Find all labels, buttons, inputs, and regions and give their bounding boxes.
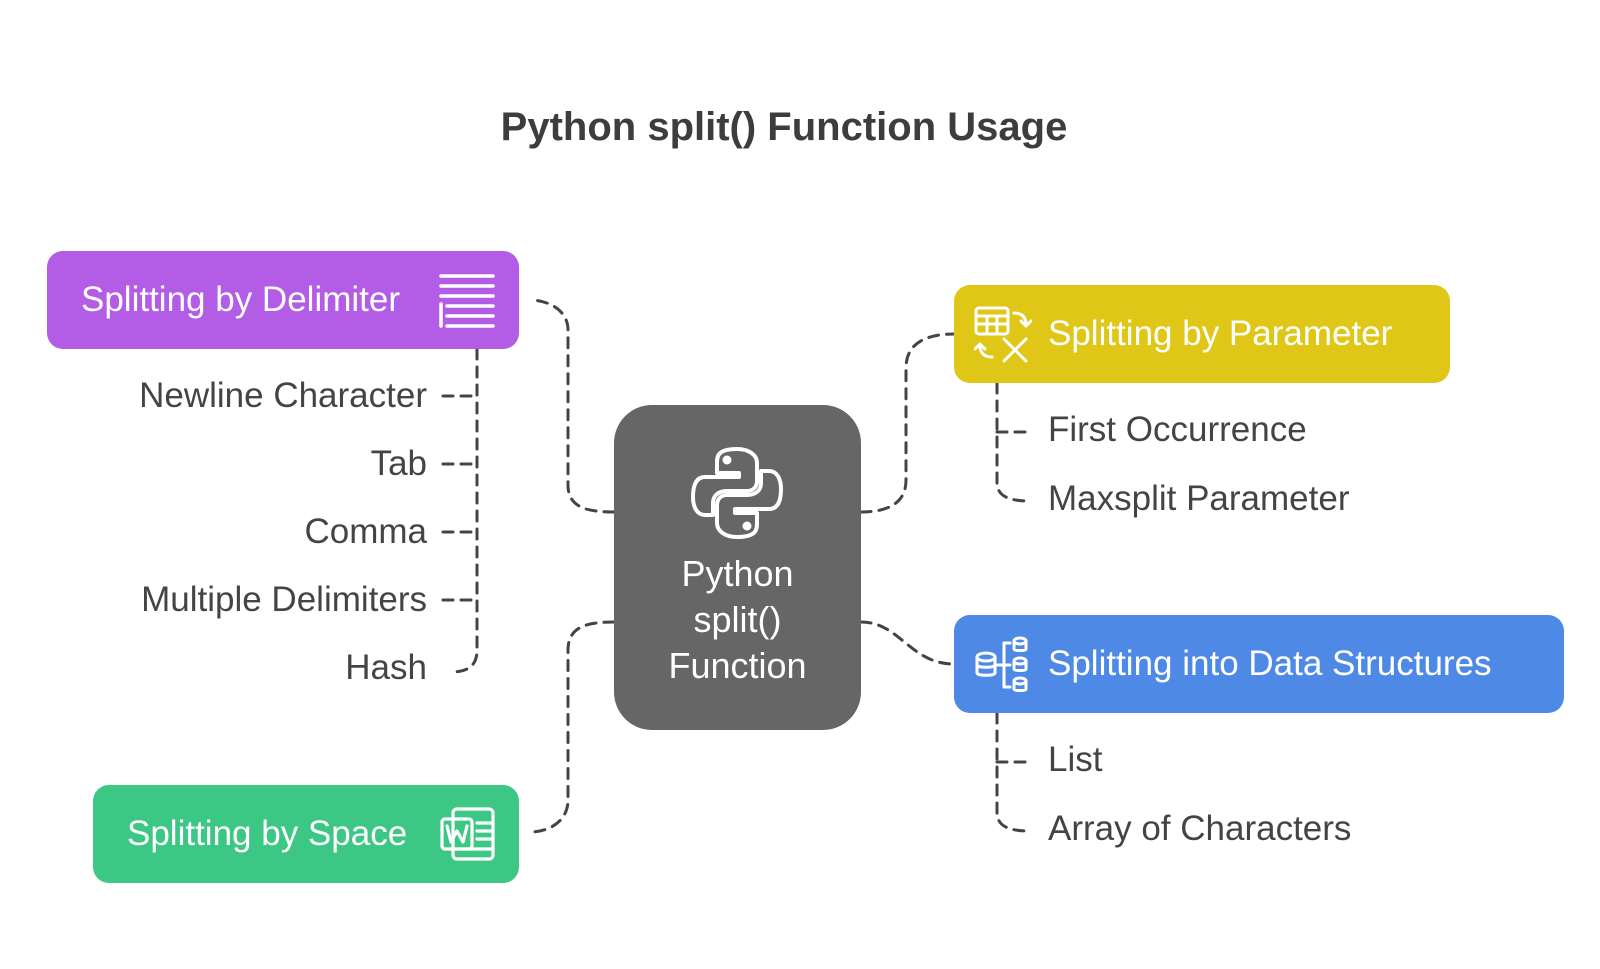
connector-center-delimiter — [528, 298, 616, 514]
python-logo-icon — [691, 447, 783, 539]
connector-center-space — [528, 620, 616, 834]
leaf-comma: Comma — [304, 512, 427, 551]
leaf-first-occurrence: First Occurrence — [1048, 410, 1307, 449]
branch-delimiter-label: Splitting by Delimiter — [81, 280, 400, 319]
branch-parameter-label: Splitting by Parameter — [1048, 314, 1393, 353]
connector-center-parameter — [859, 332, 956, 514]
branch-space-label: Splitting by Space — [127, 814, 408, 853]
branch-splitting-by-delimiter: Splitting by Delimiter — [47, 251, 519, 349]
connector-parameter-trunk — [995, 381, 1032, 503]
branch-data-label: Splitting into Data Structures — [1048, 644, 1492, 683]
branch-splitting-by-space: Splitting by Space — [93, 785, 519, 883]
list-lines-icon — [439, 274, 495, 328]
leaf-maxsplit-parameter: Maxsplit Parameter — [1048, 479, 1350, 518]
branch-splitting-into-data-structures: Splitting into Data Structures — [954, 615, 1564, 713]
branch-splitting-by-parameter: Splitting by Parameter — [954, 285, 1450, 383]
leaf-tab: Tab — [370, 444, 427, 483]
connector-center-data — [859, 620, 956, 666]
center-node-label: Python split() Function — [668, 553, 807, 686]
leaf-multiple-delimiters: Multiple Delimiters — [141, 580, 427, 619]
center-node-python-split: Python split() Function — [614, 405, 861, 730]
database-tree-icon — [975, 636, 1028, 692]
leaf-array-of-characters: Array of Characters — [1048, 809, 1352, 848]
table-split-icon — [974, 306, 1032, 363]
leaf-hash: Hash — [345, 648, 427, 687]
diagram-title: Python split() Function Usage — [500, 105, 1068, 149]
connector-data-trunk — [995, 711, 1032, 833]
word-document-icon — [440, 807, 495, 861]
leaf-newline-character: Newline Character — [139, 376, 427, 415]
leaf-list: List — [1048, 740, 1103, 779]
